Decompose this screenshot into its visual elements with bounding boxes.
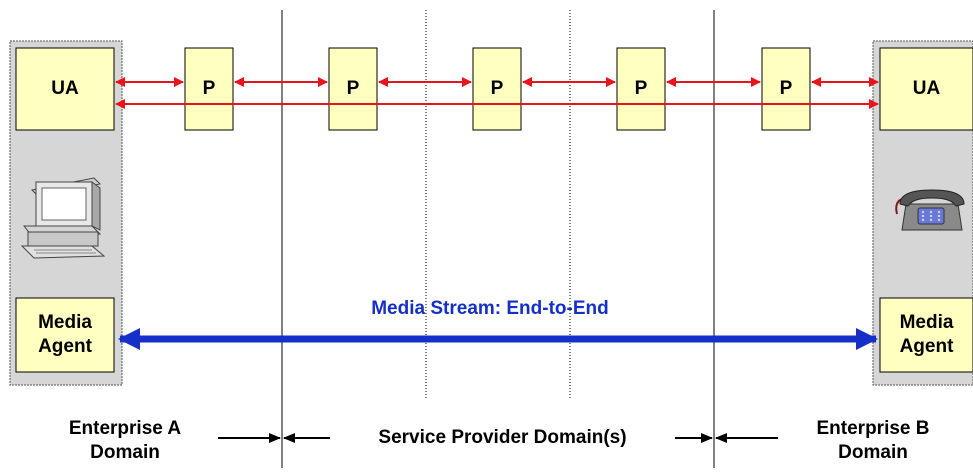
right-ua-label: UA: [912, 78, 941, 99]
proxy-label-5: P: [779, 78, 793, 99]
media-stream-label: Media Stream: End-to-End: [371, 298, 609, 319]
service-provider-domain-label: Service Provider Domain(s): [378, 427, 627, 448]
proxy-label-2: P: [346, 78, 360, 99]
left-media-agent-box: [15, 297, 115, 373]
proxy-box-4: [616, 47, 666, 131]
proxy-label-1: P: [202, 78, 216, 99]
left-ua-box: [15, 47, 115, 131]
proxy-label-4: P: [634, 78, 648, 99]
enterprise-a-line2: Domain: [90, 442, 160, 463]
right-media-agent-box: [879, 297, 973, 373]
left-ua-label: UA: [51, 78, 79, 99]
left-media-agent-label: Media Agent: [16, 311, 114, 359]
right-ua-box: [879, 47, 973, 131]
enterprise-a-line1: Enterprise A: [68, 418, 182, 439]
right-media-agent-line1: Media: [899, 312, 954, 333]
proxy-box-1: [184, 47, 234, 131]
left-media-agent-line2: Agent: [38, 336, 92, 357]
right-media-agent-line2: Agent: [899, 336, 954, 357]
telephone-icon: [895, 189, 965, 231]
proxy-box-5: [761, 47, 811, 131]
right-media-agent-label: Media Agent: [880, 311, 973, 359]
enterprise-b-line1: Enterprise B: [816, 418, 930, 439]
computer-icon: [20, 177, 106, 259]
enterprise-a-domain-label: Enterprise A Domain: [30, 417, 220, 465]
left-media-agent-line1: Media: [38, 312, 92, 333]
enterprise-b-domain-label: Enterprise B Domain: [778, 417, 968, 465]
proxy-box-2: [328, 47, 378, 131]
proxy-box-3: [472, 47, 522, 131]
proxy-label-3: P: [490, 78, 504, 99]
enterprise-b-line2: Domain: [838, 442, 908, 463]
